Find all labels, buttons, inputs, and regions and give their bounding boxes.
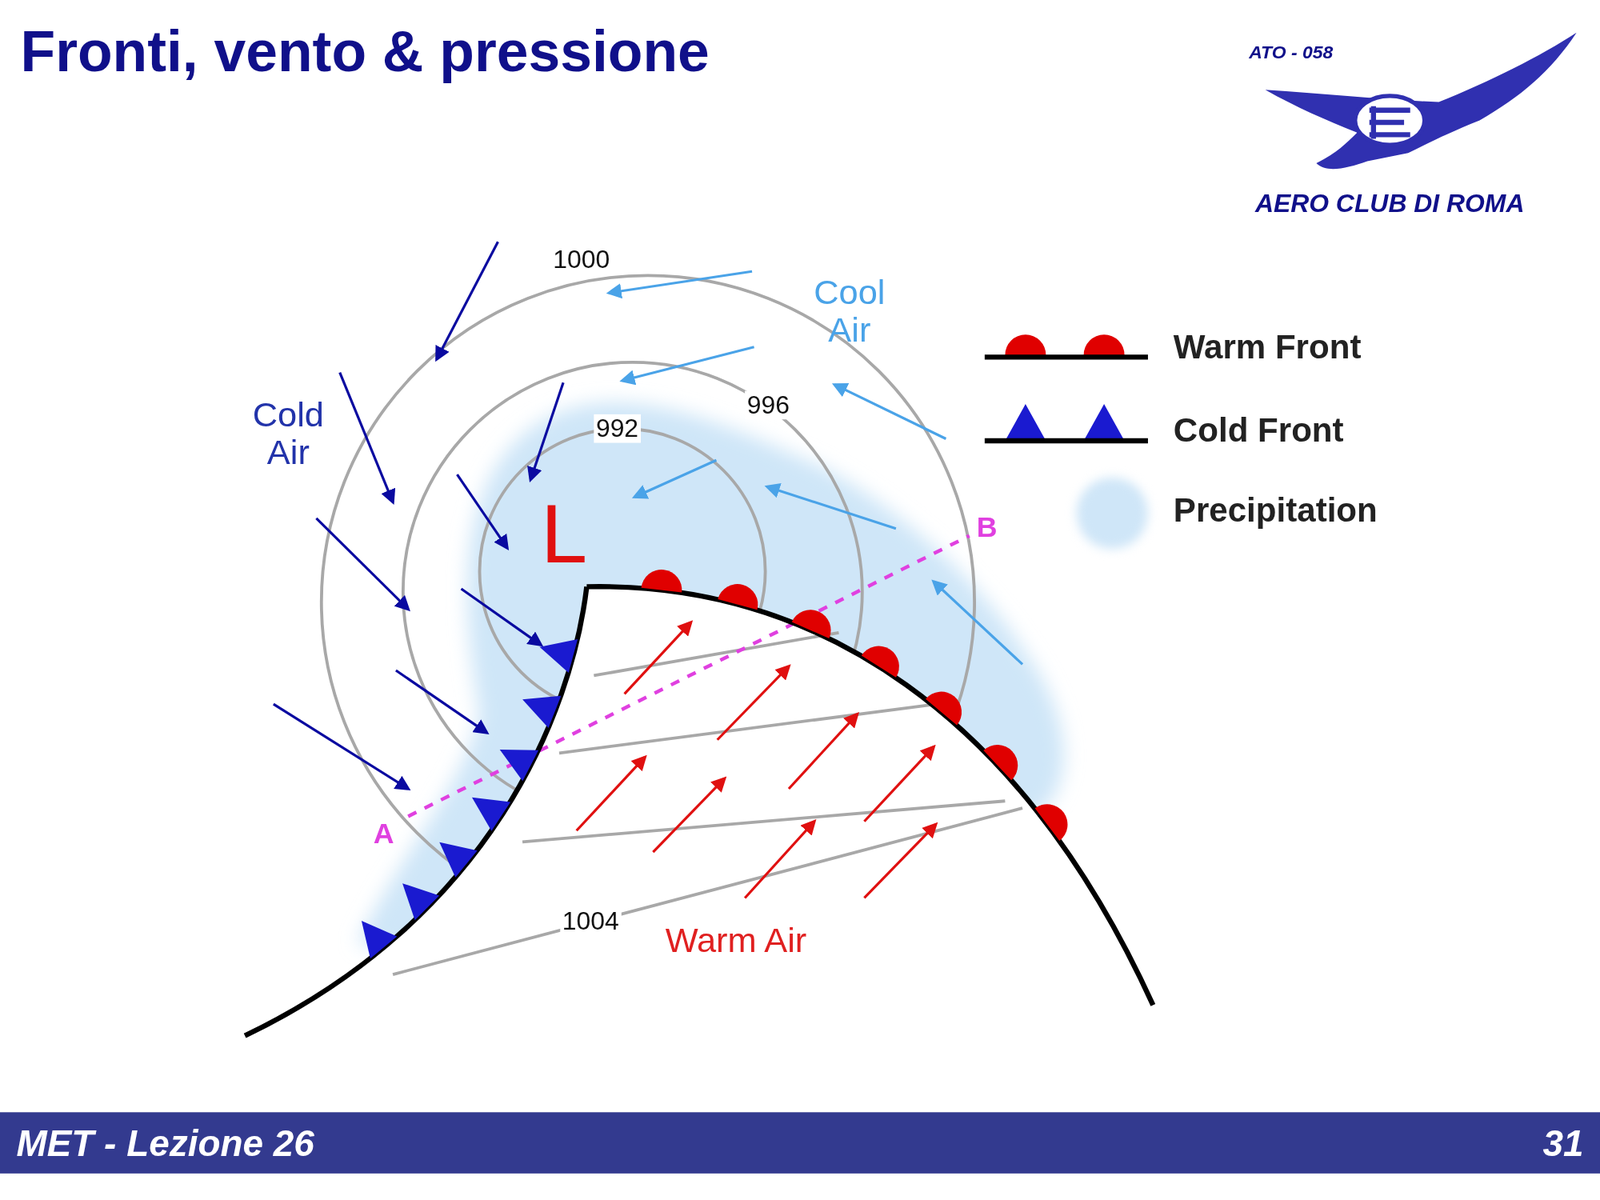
warm-front-symbol — [717, 579, 763, 610]
warm-front-symbol — [983, 736, 1026, 781]
cold-front-symbol — [462, 783, 511, 832]
logo-code: ATO - 058 — [1248, 43, 1333, 64]
front-symbols — [348, 567, 1076, 959]
low-pressure-symbol: L — [540, 488, 588, 580]
air-mass-label: Warm Air — [665, 921, 808, 960]
cold-front-symbol — [492, 734, 539, 781]
warm-front-line — [586, 586, 1153, 1005]
cold-front-symbol — [390, 871, 440, 920]
warm-front-symbol — [641, 567, 685, 592]
legend-text: Cold Front — [1173, 412, 1344, 449]
cold-front-symbol — [348, 909, 397, 959]
section-line — [408, 536, 970, 817]
footer-text: MET - Lezione 26 — [16, 1123, 315, 1164]
cold-air-arrows — [273, 241, 564, 789]
air-mass-label: Cool Air — [800, 273, 898, 350]
legend-warm-front-sample — [984, 334, 1148, 357]
cold-front-symbol — [428, 828, 478, 878]
isobar-value: 1000 — [551, 245, 612, 274]
warm-front-symbol — [925, 683, 970, 725]
warm-front-symbol — [792, 603, 838, 639]
warm-air-arrows — [576, 622, 936, 898]
cold-front-line — [244, 586, 587, 1036]
page-number: 31 — [1543, 1123, 1584, 1164]
cool-air-arrows — [608, 271, 1023, 664]
isobar-value: 992 — [593, 414, 640, 443]
isobar-value: 1004 — [560, 907, 621, 936]
cold-front-symbol — [516, 683, 561, 728]
air-mass-label: Cold Air — [240, 396, 337, 472]
section-point: B — [976, 512, 998, 544]
legend-text: Precipitation — [1173, 492, 1378, 529]
warm-front-symbol — [1035, 796, 1076, 841]
warm-front-symbol — [861, 638, 908, 678]
legend-text: Warm Front — [1173, 328, 1362, 366]
slide-title: Fronti, vento & pressione — [20, 20, 710, 84]
section-point: A — [373, 818, 395, 850]
legend-cold-front-sample — [984, 404, 1148, 441]
logo-name: AERO CLUB DI ROMA — [1255, 189, 1525, 218]
warm-sector-isobars — [392, 632, 1023, 975]
warm-sector — [244, 586, 1153, 1036]
isobar-value: 996 — [744, 391, 792, 420]
legend-swatch — [1076, 477, 1148, 549]
cold-front-symbol — [535, 630, 578, 673]
